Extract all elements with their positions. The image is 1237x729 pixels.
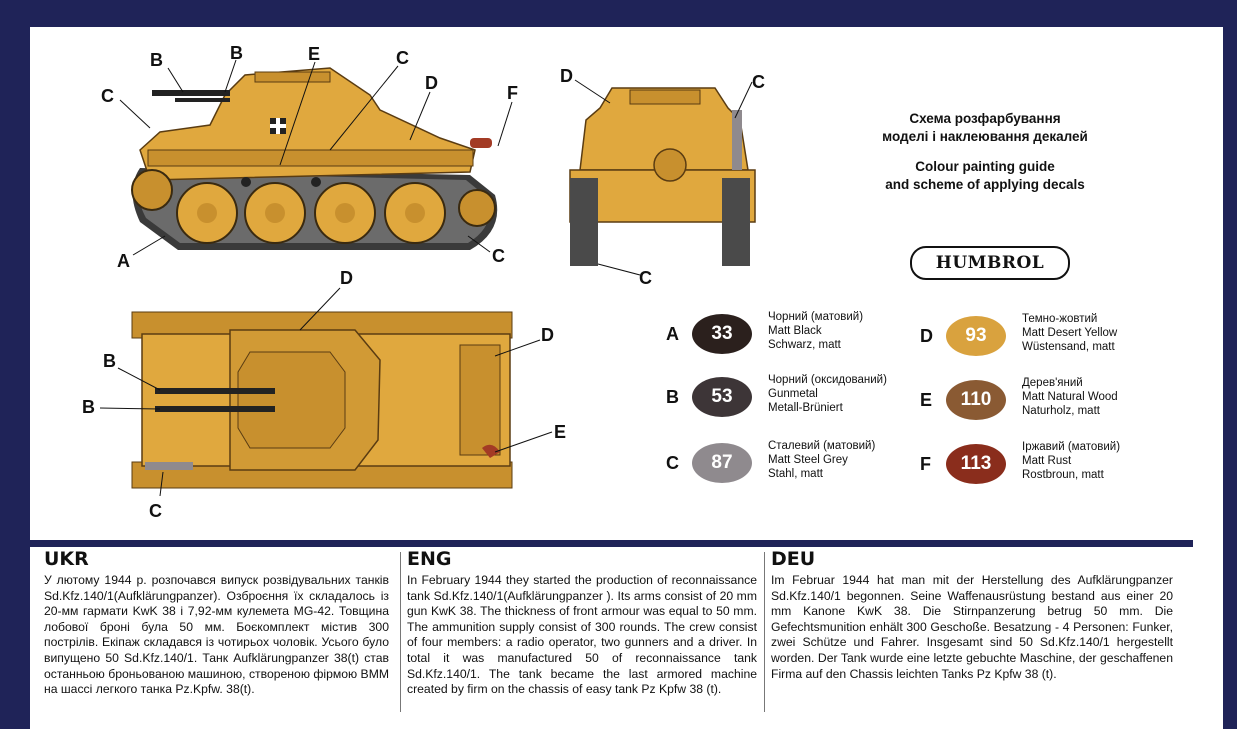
paint-swatch: 93 (946, 316, 1006, 356)
text-ukr: У лютому 1944 р. розпочався випуск розві… (44, 573, 389, 697)
heading-eng: ENG (407, 548, 452, 570)
paint-names: Сталевий (матовий) Matt Steel Grey Stahl… (768, 439, 875, 481)
paint-name-deu: Stahl, matt (768, 468, 823, 480)
paint-item-d: D 93 Темно-жовтий Matt Desert Yellow Wüs… (920, 312, 1180, 368)
text-deu: Im Februar 1944 hat man mit der Herstell… (771, 573, 1173, 681)
callout-side-e: E (308, 44, 321, 64)
paint-name-deu: Naturholz, matt (1022, 405, 1100, 417)
paint-names: Іржавий (матовий) Matt Rust Rostbroun, m… (1022, 440, 1120, 482)
callout-rear-c1: C (752, 72, 765, 92)
paint-letter: C (666, 453, 679, 473)
paint-name-ukr: Чорний (матовий) (768, 311, 864, 323)
callout-side-c3: C (492, 246, 505, 266)
paint-names: Чорний (оксидований) Gunmetal Metall-Brü… (768, 373, 887, 415)
paint-name-ukr: Темно-жовтий (1022, 313, 1098, 325)
callout-top-b2: B (82, 397, 95, 417)
column-separator (400, 552, 401, 712)
section-divider (30, 540, 1193, 547)
callout-top-d2: D (541, 325, 554, 345)
tank-side-view (119, 59, 513, 256)
paint-name-deu: Wüstensand, matt (1022, 341, 1115, 353)
paint-swatch: 87 (692, 443, 752, 483)
callout-side-d: D (425, 73, 438, 93)
callout-side-c1: C (396, 48, 409, 68)
paint-item-f: F 113 Іржавий (матовий) Matt Rust Rostbr… (920, 440, 1180, 496)
paint-name-deu: Metall-Brüniert (768, 402, 843, 414)
paint-names: Чорний (матовий) Matt Black Schwarz, mat… (768, 310, 863, 352)
column-separator (764, 552, 765, 712)
paint-name-ukr: Сталевий (матовий) (768, 440, 876, 452)
paint-name-eng: Gunmetal (768, 388, 818, 400)
title-eng-line2: and scheme of applying decals (885, 177, 1085, 192)
paint-names: Темно-жовтий Matt Desert Yellow Wüstensa… (1022, 312, 1117, 354)
paint-name-ukr: Іржавий (матовий) (1022, 441, 1121, 453)
paint-letter: B (666, 387, 679, 407)
paint-item-b: B 53 Чорний (оксидований) Gunmetal Metal… (666, 373, 926, 429)
tank-top-view (99, 287, 553, 497)
callout-side-f: F (507, 83, 518, 103)
guide-title: Схема розфарбування моделі і наклеювання… (840, 110, 1130, 194)
humbrol-logo: HUMBROL (910, 246, 1070, 280)
callout-side-c2: C (101, 86, 114, 106)
text-eng: In February 1944 they started the produc… (407, 573, 757, 697)
paint-name-eng: Matt Steel Grey (768, 454, 848, 466)
paint-letter: F (920, 454, 931, 474)
paint-name-ukr: Дерев'яний (1022, 377, 1083, 389)
callout-rear-d: D (560, 66, 573, 86)
paint-swatch: 33 (692, 314, 752, 354)
paint-item-e: E 110 Дерев'яний Matt Natural Wood Natur… (920, 376, 1180, 432)
callout-side-b1: B (150, 50, 163, 70)
paint-swatch: 110 (946, 380, 1006, 420)
callout-top-b1: B (103, 351, 116, 371)
paint-name-deu: Schwarz, matt (768, 339, 841, 351)
callout-top-e: E (554, 422, 567, 442)
tank-rear-view (569, 79, 756, 276)
paint-name-eng: Matt Rust (1022, 455, 1072, 467)
paint-name-eng: Matt Natural Wood (1022, 391, 1118, 403)
title-ukr-line2: моделі і наклеювання декалей (882, 129, 1088, 144)
callout-rear-c2: C (639, 268, 652, 288)
paint-names: Дерев'яний Matt Natural Wood Naturholz, … (1022, 376, 1118, 418)
title-eng-line1: Colour painting guide (915, 159, 1055, 174)
callout-top-c: C (149, 501, 162, 521)
paint-item-a: A 33 Чорний (матовий) Matt Black Schwarz… (666, 310, 926, 366)
paint-letter: E (920, 390, 933, 410)
title-ukr-line1: Схема розфарбування (909, 111, 1061, 126)
paint-item-c: C 87 Сталевий (матовий) Matt Steel Grey … (666, 439, 926, 495)
heading-ukr: UKR (44, 548, 89, 570)
paint-name-ukr: Чорний (оксидований) (768, 374, 887, 386)
heading-deu: DEU (771, 548, 816, 570)
paint-name-deu: Rostbroun, matt (1022, 469, 1104, 481)
callout-side-b2: B (230, 43, 243, 63)
paint-swatch: 53 (692, 377, 752, 417)
paint-name-eng: Matt Black (768, 325, 822, 337)
paint-letter: A (666, 324, 679, 344)
paint-name-eng: Matt Desert Yellow (1022, 327, 1118, 339)
paint-swatch: 113 (946, 444, 1006, 484)
paint-letter: D (920, 326, 933, 346)
callout-top-d1: D (340, 268, 353, 288)
callout-side-a: A (117, 251, 130, 271)
